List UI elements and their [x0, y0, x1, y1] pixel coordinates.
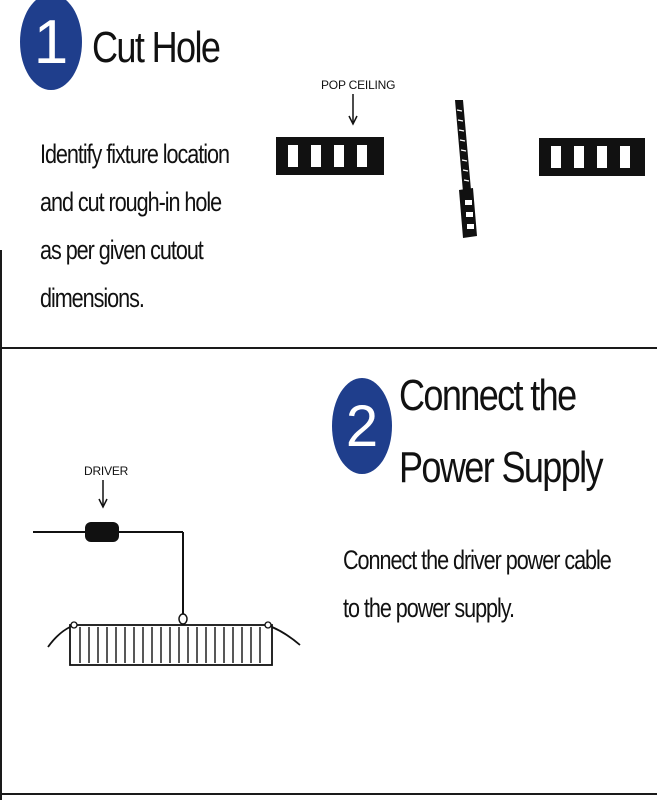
step-2-description: Connect the driver power cable to the po… — [343, 536, 612, 632]
step-1-description: Identify fixture location and cut rough-… — [40, 130, 230, 322]
driver-box — [85, 522, 119, 542]
step-1-title: Cut Hole — [92, 23, 221, 72]
ceiling-slab-right — [539, 138, 645, 176]
saw-icon — [455, 100, 477, 238]
step-2-title-line-2: Power Supply — [399, 443, 604, 492]
driver-label: DRIVER — [84, 464, 129, 478]
driver-wiring-diagram — [33, 522, 301, 666]
pop-ceiling-label: POP CEILING — [321, 78, 396, 92]
step-1-description-line: as per given cutout — [40, 235, 204, 265]
fixture-body — [69, 624, 273, 666]
step-1-number: 1 — [33, 7, 69, 77]
step-2-badge: 2 — [332, 378, 392, 474]
step-2-description-line: to the power supply. — [343, 593, 515, 623]
bottom-divider — [0, 793, 657, 795]
step-2-title-line-1: Connect the — [399, 371, 577, 420]
step-1-badge: 1 — [20, 0, 82, 90]
ceiling-arrow — [348, 94, 358, 126]
left-border — [0, 250, 2, 800]
driver-arrow — [98, 480, 108, 509]
step-1-description-line: Identify fixture location — [40, 139, 230, 169]
step-1-description-line: dimensions. — [40, 283, 145, 313]
step-2-description-line: Connect the driver power cable — [343, 545, 612, 575]
step-1-description-line: and cut rough-in hole — [40, 187, 222, 217]
ceiling-slab-left — [276, 137, 384, 175]
step-2-number: 2 — [345, 393, 379, 459]
section-divider — [0, 347, 657, 349]
